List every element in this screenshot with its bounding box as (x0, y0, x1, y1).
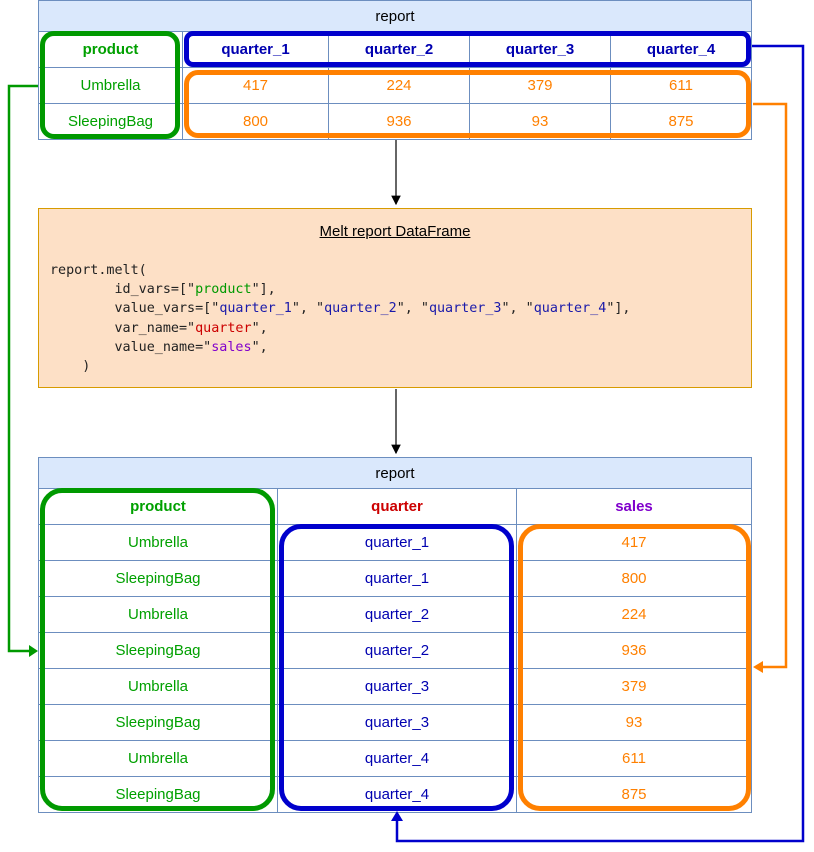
bottom-cell-quarter: quarter_3 (277, 668, 517, 705)
bottom-cell-quarter: quarter_2 (277, 632, 517, 669)
values-connector-arrowhead (753, 661, 763, 673)
code-id-var: product (195, 282, 252, 298)
bottom-cell-sales: 93 (516, 704, 752, 741)
product-connector-arrowhead (29, 645, 38, 657)
code-value-name: sales (211, 339, 252, 355)
bottom-cell-product: Umbrella (38, 740, 278, 777)
code-value-var: quarter_1 (219, 301, 292, 317)
values-connector (753, 102, 788, 669)
product-connector (7, 84, 38, 653)
top-header-quarter-3: quarter_3 (469, 31, 611, 68)
code-value-var: quarter_4 (533, 301, 607, 317)
top-cell-product: Umbrella (38, 67, 183, 104)
bottom-cell-quarter: quarter_3 (277, 704, 517, 741)
code-line-call: report.melt( (50, 263, 147, 278)
code-sep: ", " (396, 301, 429, 317)
melt-operation-box: Melt report DataFrame report.melt( id_va… (38, 208, 752, 388)
bottom-table-title: report (38, 457, 752, 489)
bottom-cell-sales: 417 (516, 524, 752, 561)
code-id-vars-suffix: "], (251, 282, 276, 298)
bottom-cell-product: Umbrella (38, 668, 278, 705)
melt-title: Melt report DataFrame (319, 223, 471, 240)
bottom-cell-product: SleepingBag (38, 560, 278, 597)
code-var-name-suffix: ", (251, 320, 268, 336)
top-cell-product: SleepingBag (38, 103, 183, 140)
bottom-header-quarter: quarter (277, 488, 517, 525)
code-var-name: quarter (195, 320, 252, 336)
bottom-cell-sales: 936 (516, 632, 752, 669)
melt-code-block: report.melt( id_vars=["product"], value_… (50, 261, 631, 376)
bottom-cell-product: SleepingBag (38, 704, 278, 741)
code-close-paren: ) (50, 359, 91, 375)
code-value-vars-suffix: "], (606, 301, 631, 317)
code-value-var: quarter_2 (324, 301, 397, 317)
top-header-quarter-1: quarter_1 (182, 31, 329, 68)
bottom-cell-sales: 611 (516, 740, 752, 777)
bottom-cell-quarter: quarter_2 (277, 596, 517, 633)
code-value-name-suffix: ", (251, 339, 268, 355)
bottom-cell-product: Umbrella (38, 596, 278, 633)
code-value-vars-prefix: value_vars=[" (50, 301, 220, 317)
code-id-vars-prefix: id_vars=[" (50, 282, 196, 298)
code-sep: ", " (291, 301, 325, 317)
top-table-title: report (38, 0, 752, 32)
code-value-name-prefix: value_name=" (50, 339, 212, 355)
code-sep: ", " (501, 301, 534, 317)
code-var-name-prefix: var_name=" (50, 320, 196, 336)
bottom-cell-sales: 379 (516, 668, 752, 705)
bottom-cell-product: Umbrella (38, 524, 278, 561)
top-header-quarter-4: quarter_4 (610, 31, 752, 68)
quarter-connector-arrowhead (391, 811, 403, 821)
code-value-var: quarter_3 (428, 301, 502, 317)
quarter-connector (395, 44, 805, 843)
